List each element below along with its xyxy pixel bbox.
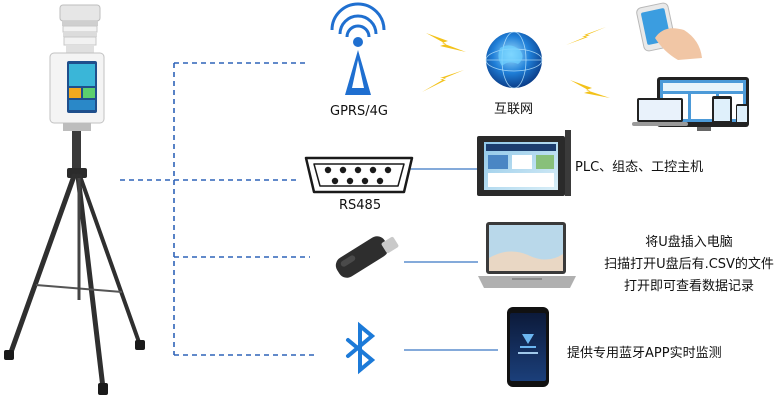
lightning-icons <box>422 27 610 98</box>
tripod-pole <box>72 131 81 171</box>
usb-instructions: 将U盘插入电脑 扫描打开U盘后有.CSV的文件 打开即可查看数据记录 <box>600 232 778 298</box>
sensor-ring <box>62 21 98 26</box>
lightning-icon <box>422 70 464 92</box>
multi-device-screens <box>632 77 749 131</box>
bluetooth-icon <box>346 321 376 375</box>
mobile-phone-in-hand <box>636 2 702 60</box>
tripod-leg-right <box>75 173 106 391</box>
usb-instruction-line: 将U盘插入电脑 <box>645 235 733 250</box>
plc-label: PLC、组态、工控主机 <box>575 160 704 175</box>
usb-instruction-line: 扫描打开U盘后有.CSV的文件 <box>604 257 774 272</box>
sensor-cap <box>59 4 101 22</box>
internet-label: 互联网 <box>494 102 534 117</box>
gprs-label: GPRS/4G <box>330 104 388 119</box>
antenna-icon <box>330 2 386 95</box>
weather-station-device <box>4 4 145 395</box>
bluetooth-app-label: 提供专用蓝牙APP实时监测 <box>567 346 722 361</box>
tripod-leg-left <box>7 173 77 358</box>
usb-drive-icon <box>335 236 399 278</box>
usb-instruction-line: 打开即可查看数据记录 <box>623 279 754 294</box>
smartphone-app <box>507 307 549 387</box>
lightning-icon <box>426 33 466 52</box>
tripod-leg-back <box>78 174 142 347</box>
industrial-panel-pc <box>477 130 571 196</box>
laptop-icon <box>478 222 576 288</box>
rs485-label: RS485 <box>339 198 382 213</box>
globe-icon <box>485 31 543 89</box>
lightning-icon <box>570 80 610 98</box>
lightning-icon <box>566 27 606 45</box>
serial-port-icon <box>304 156 414 194</box>
connection-lines <box>120 62 498 356</box>
